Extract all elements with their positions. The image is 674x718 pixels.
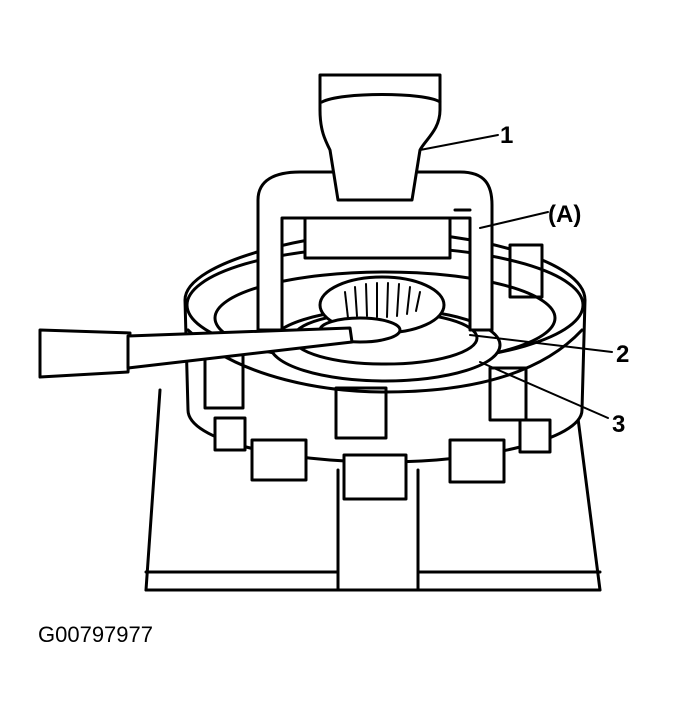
callout-2: 2 [616,341,629,368]
drum-tooth [448,438,506,484]
drum-tooth [213,416,247,452]
figure-id: G00797977 [38,622,153,647]
support-stand [144,388,602,592]
callout-3: 3 [612,411,625,438]
callout-a: (A) [548,201,581,228]
drum-tooth [518,418,552,454]
inner-parts [268,275,502,383]
press-ram [318,73,442,202]
drum-tooth [342,453,408,501]
drum-tooth [250,438,308,482]
drum-slot [334,386,388,440]
special-tool-a [256,170,494,332]
callout-1: 1 [500,122,513,149]
leader-lines [419,134,613,419]
screwdriver [38,326,354,379]
